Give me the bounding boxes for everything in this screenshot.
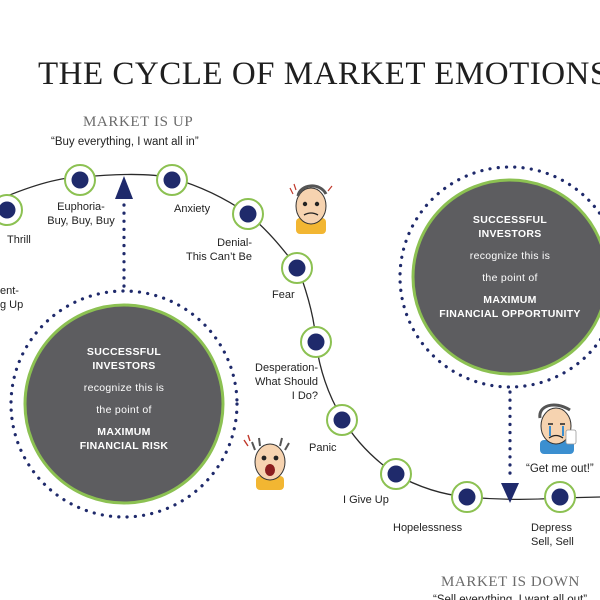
get-me-out-quote: “Get me out!” bbox=[526, 463, 594, 475]
market-up-heading: MARKET IS UP bbox=[83, 114, 194, 130]
node-depression bbox=[544, 481, 576, 513]
stage-label-give-up: I Give Up bbox=[343, 494, 389, 506]
market-up-quote: “Buy everything, I want all in” bbox=[51, 136, 199, 148]
screaming-face-icon bbox=[243, 434, 290, 490]
stage-label-excitement: ent- g Up bbox=[0, 285, 24, 311]
opportunity-bubble-text: SUCCESSFUL INVESTORS recognize this is t… bbox=[439, 214, 581, 320]
market-down-quote: “Sell everything, I want all out” bbox=[433, 594, 588, 600]
risk-bubble bbox=[23, 303, 225, 505]
trough-triangle-icon bbox=[501, 483, 519, 503]
risk-bubble-dotted-ring bbox=[9, 289, 239, 519]
node-anxiety bbox=[156, 164, 188, 196]
node-panic bbox=[326, 404, 358, 436]
page-title: THE CYCLE OF MARKET EMOTIONS bbox=[38, 56, 600, 92]
node-thrill bbox=[0, 194, 23, 226]
stage-label-panic: Panic bbox=[309, 442, 337, 454]
opportunity-bubble bbox=[411, 178, 600, 376]
emotion-curve bbox=[0, 173, 600, 501]
node-hopelessness bbox=[451, 481, 483, 513]
stage-label-euphoria: Euphoria- Buy, Buy, Buy bbox=[47, 201, 115, 227]
market-down-heading: MARKET IS DOWN bbox=[441, 574, 580, 590]
stage-label-hopelessness: Hopelessness bbox=[393, 522, 463, 534]
node-fear bbox=[281, 252, 313, 284]
node-denial bbox=[232, 198, 264, 230]
crying-face-icon bbox=[538, 403, 577, 454]
stage-label-denial: Denial- This Can’t Be bbox=[185, 237, 252, 263]
stage-label-fear: Fear bbox=[272, 289, 295, 301]
node-euphoria bbox=[64, 164, 96, 196]
peak-triangle-icon bbox=[115, 176, 133, 199]
stage-label-depression: Depress Sell, Sell bbox=[531, 522, 574, 548]
stage-label-anxiety: Anxiety bbox=[174, 203, 211, 215]
stage-label-thrill: Thrill bbox=[7, 234, 31, 246]
stage-label-desperation: Desperation- What Should I Do? bbox=[255, 362, 318, 402]
risk-bubble-text: SUCCESSFUL INVESTORS recognize this is t… bbox=[79, 346, 169, 452]
worried-face-icon bbox=[289, 183, 333, 234]
node-give-up bbox=[380, 458, 412, 490]
node-desperation bbox=[300, 326, 332, 358]
